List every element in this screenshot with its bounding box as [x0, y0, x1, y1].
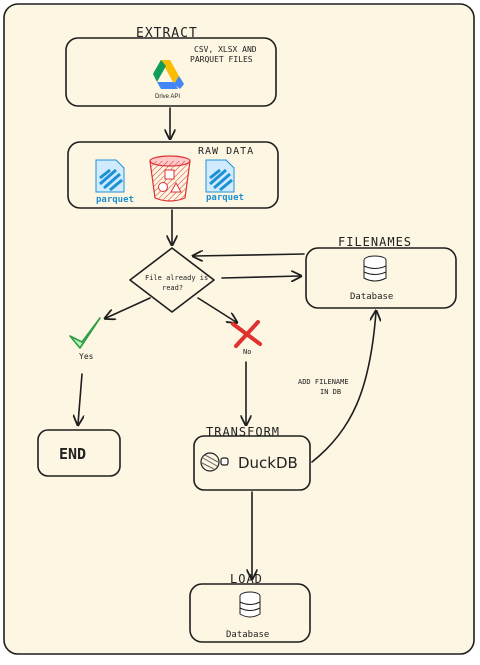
extract-node: EXTRACT CSV, XLSX AND PARQUET FILES Driv… — [65, 26, 277, 107]
load-db-label: Database — [226, 630, 269, 640]
end-node: END — [37, 429, 121, 477]
no-label: No — [243, 348, 251, 356]
transform-title: TRANSFORM — [206, 425, 280, 439]
parquet-file-icon — [95, 159, 125, 193]
duckdb-icon — [200, 452, 229, 472]
cross-icon — [231, 320, 262, 348]
decision-line1: File already is — [145, 274, 208, 282]
checkmark-icon — [69, 317, 101, 349]
extract-title: EXTRACT — [136, 26, 198, 41]
load-node: LOAD Database — [189, 572, 311, 643]
decision-line2: read? — [162, 284, 183, 292]
add-filename-line1: ADD FILENAME — [298, 378, 349, 386]
filenames-db-label: Database — [350, 292, 393, 302]
storage-bucket-icon — [149, 155, 191, 202]
parquet-file-icon — [205, 159, 235, 193]
raw-data-node: RAW DATA parquet parquet — [67, 141, 279, 209]
extract-note-line1: CSV, XLSX AND — [194, 45, 257, 54]
arrow-transform-to-filenames — [311, 312, 376, 463]
parquet-label-1: parquet — [96, 195, 134, 205]
arrow-decision-to-filenames — [221, 276, 300, 278]
yes-label: Yes — [79, 352, 94, 361]
decision-node: File already is read? — [129, 247, 215, 313]
google-drive-icon — [153, 60, 184, 89]
transform-node: TRANSFORM DuckDB — [193, 425, 311, 491]
arrow-yes-to-end — [78, 373, 82, 424]
raw-data-title: RAW DATA — [198, 146, 254, 157]
duckdb-label: DuckDB — [238, 454, 298, 472]
add-filename-line2: IN DB — [320, 388, 341, 396]
arrow-filenames-to-decision — [194, 254, 305, 256]
load-title: LOAD — [230, 572, 263, 586]
database-icon — [363, 255, 387, 282]
filenames-node: FILENAMES Database — [305, 235, 457, 309]
parquet-label-2: parquet — [206, 193, 244, 203]
filenames-title: FILENAMES — [338, 235, 412, 249]
drive-api-label: Drive API — [155, 94, 180, 100]
end-label: END — [59, 445, 86, 463]
database-icon — [239, 591, 261, 618]
arrow-decision-to-no — [197, 297, 236, 322]
arrow-decision-to-yes — [106, 297, 151, 318]
extract-note-line2: PARQUET FILES — [190, 55, 253, 64]
